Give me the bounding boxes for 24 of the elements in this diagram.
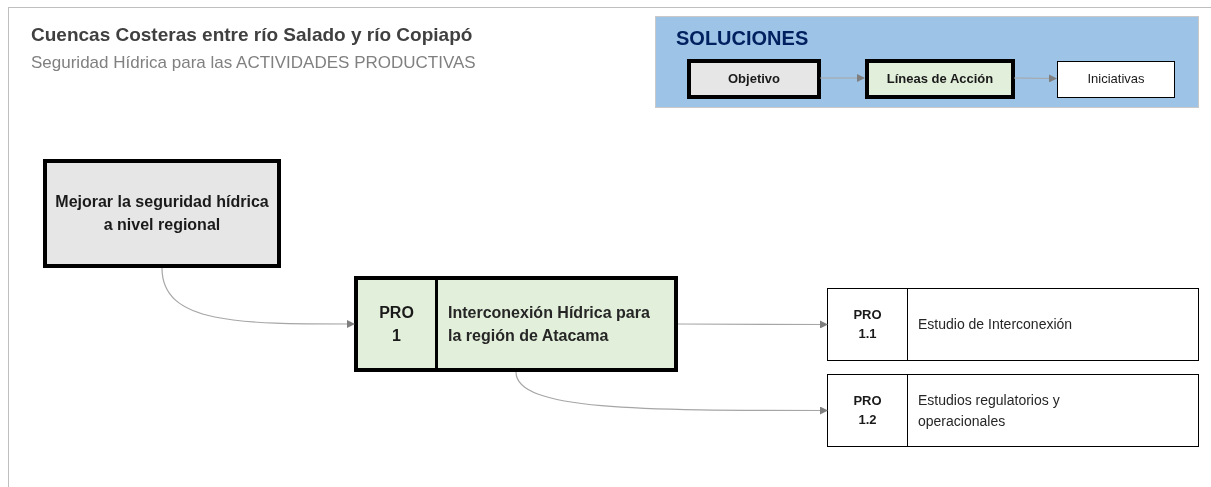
description-label: Estudios regulatorios y operacionales (917, 391, 1061, 431)
arrow (515, 371, 828, 415)
diagram-subtitle: Seguridad Hídrica para las ACTIVIDADES PRODUCTIVAS (31, 53, 476, 73)
code-label: PRO 1.2 (828, 375, 908, 446)
arrow (1013, 74, 1057, 83)
initiative-box (1057, 61, 1175, 98)
initiative-box (827, 288, 1199, 361)
description-label: Estudio de Interconexión (917, 315, 1074, 335)
objective-box (687, 59, 821, 99)
box-label: Iniciativas (1086, 70, 1146, 89)
code-label: PRO 1.1 (828, 289, 908, 360)
description-label: Interconexión Hídrica para la región de Atacama (447, 302, 651, 346)
arrow (161, 267, 355, 328)
code-label: PRO 1 (358, 280, 438, 368)
objective-box (43, 159, 281, 268)
initiative-box (827, 374, 1199, 447)
legend-panel (655, 16, 1199, 108)
diagram-title: Cuencas Costeras entre río Salado y río Copiapó (31, 24, 473, 46)
arrow (819, 74, 865, 82)
box-label: Líneas de Acción (885, 69, 995, 88)
box-label: Objetivo (727, 69, 781, 88)
panel-heading: SOLUCIONES (676, 27, 809, 50)
box-label: Mejorar la seguridad hídrica a nivel regional (54, 192, 270, 235)
arrow (677, 320, 828, 329)
